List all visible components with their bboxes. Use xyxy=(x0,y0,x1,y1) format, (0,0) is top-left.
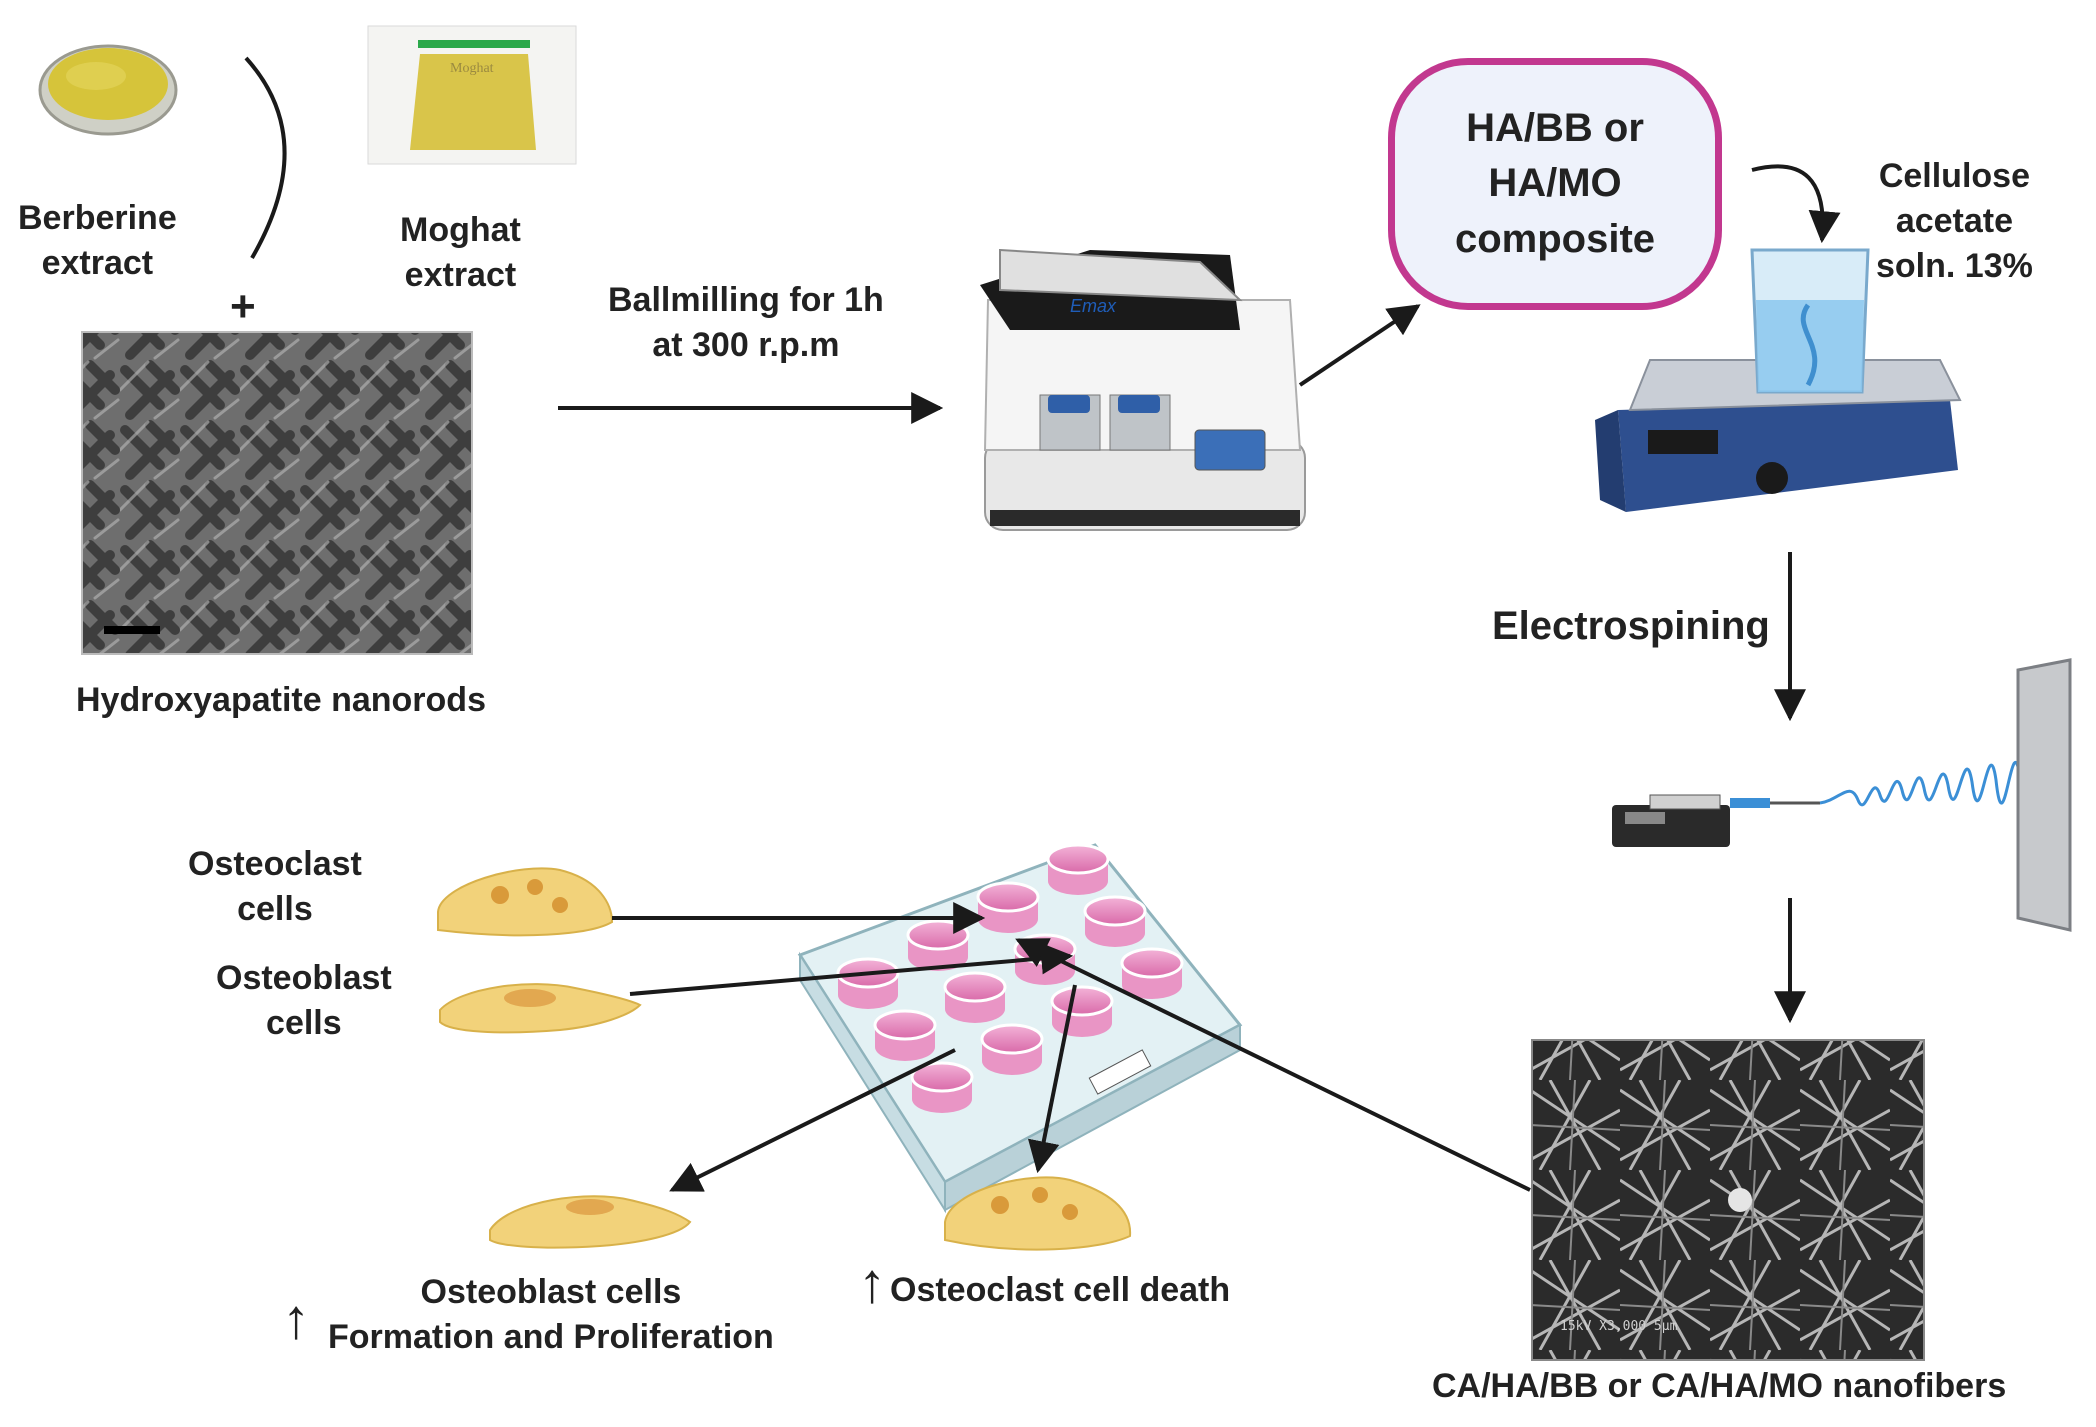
arrows xyxy=(558,304,1806,1192)
hydroxyapatite-label: Hydroxyapatite nanorods xyxy=(76,681,486,719)
bag-label: Moghat xyxy=(450,61,494,76)
osteoblast-cell-icon xyxy=(439,983,642,1034)
well xyxy=(906,919,970,971)
well xyxy=(1120,947,1184,999)
arrow-plate-to-osteoblast xyxy=(669,1048,956,1192)
osteoclast-dead-cell-icon xyxy=(944,1176,1132,1251)
arrow-to-composite xyxy=(1298,304,1421,387)
moghat-bag-icon: Moghat xyxy=(367,25,577,165)
beaker-icon xyxy=(1750,248,1870,394)
osteoblast-result-cell-icon xyxy=(489,1195,692,1249)
arrow-nanofibers-to-plate xyxy=(1015,938,1531,1192)
tem-image xyxy=(81,331,473,655)
collector-plate xyxy=(2016,658,2072,932)
well-plate-icon xyxy=(797,843,1243,1214)
fiber-spiral xyxy=(1819,758,2042,807)
stirring-curve-arrow xyxy=(1751,164,1841,244)
well xyxy=(873,1009,937,1061)
scale-bar xyxy=(104,626,160,634)
nanofibers-label: CA/HA/BB or CA/HA/MO nanofibers xyxy=(1432,1367,2007,1405)
ball-mill-icon: Emax xyxy=(980,248,1306,531)
plus-sign: + xyxy=(230,282,256,331)
syringe-pump-icon xyxy=(1612,794,1820,847)
sem-image: 15kV X3,000 5µm xyxy=(1531,1039,1925,1361)
arrow-plate-to-osteoclast xyxy=(1027,984,1077,1174)
mill-brand: Emax xyxy=(1070,296,1117,316)
well xyxy=(836,957,900,1009)
osteoblast-up-arrow: ↑ xyxy=(282,1287,310,1350)
osteoclast-result-label: Osteoclast cell death xyxy=(890,1271,1231,1309)
berberine-powder-icon xyxy=(38,44,178,136)
osteoclast-cell-icon xyxy=(437,867,614,937)
well xyxy=(980,1023,1044,1075)
well xyxy=(943,971,1007,1023)
sem-caption: 15kV X3,000 5µm xyxy=(1560,1319,1678,1334)
well xyxy=(1046,843,1110,895)
bracket-curve xyxy=(244,56,287,259)
arrow-osteoblast-to-plate xyxy=(629,942,1074,996)
well xyxy=(976,881,1040,933)
osteoclast-up-arrow: ↑ xyxy=(858,1251,886,1314)
electrospinning-label: Electrospining xyxy=(1492,604,1770,648)
well xyxy=(1083,895,1147,947)
well xyxy=(1050,985,1114,1037)
well xyxy=(910,1061,974,1113)
